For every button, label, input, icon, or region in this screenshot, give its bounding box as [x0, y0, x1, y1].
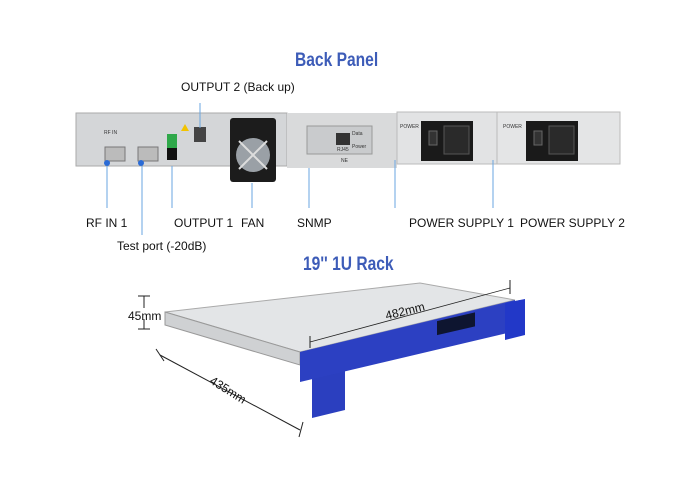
- rack-unit-image: [138, 280, 525, 438]
- callout-fan: FAN: [241, 216, 265, 230]
- rf-in-port: [104, 160, 110, 166]
- rj45-port: [336, 133, 350, 145]
- callout-test-port: Test port (-20dB): [117, 239, 207, 253]
- height-dimension: 45mm: [128, 309, 162, 323]
- svg-text:POWER: POWER: [400, 124, 419, 130]
- callout-rf-in-1: RF IN 1: [86, 216, 128, 230]
- output1-sc-connector: [167, 134, 177, 156]
- back-panel-image: RF IN RJ45 Data Power NE POWER: [75, 103, 621, 235]
- callout-power-supply-1: POWER SUPPLY 1: [409, 216, 514, 230]
- callout-power-supply-2: POWER SUPPLY 2: [520, 216, 625, 230]
- callout-output1: OUTPUT 1: [174, 216, 234, 230]
- test-port: [138, 160, 144, 166]
- callout-snmp: SNMP: [297, 216, 332, 230]
- right-rack-ear: [505, 299, 525, 340]
- lcd-display: [437, 312, 475, 336]
- svg-text:Data: Data: [352, 131, 363, 137]
- svg-text:RF IN: RF IN: [104, 130, 117, 136]
- svg-text:RJ45: RJ45: [337, 147, 349, 153]
- svg-text:Power: Power: [352, 144, 367, 150]
- svg-text:POWER: POWER: [503, 124, 522, 130]
- callout-output2: OUTPUT 2 (Back up): [181, 80, 295, 94]
- output2-connector: [194, 127, 206, 142]
- svg-text:NE: NE: [341, 158, 349, 164]
- rack-title: 19'' 1U Rack: [303, 254, 394, 275]
- back-panel-title: Back Panel: [295, 50, 379, 71]
